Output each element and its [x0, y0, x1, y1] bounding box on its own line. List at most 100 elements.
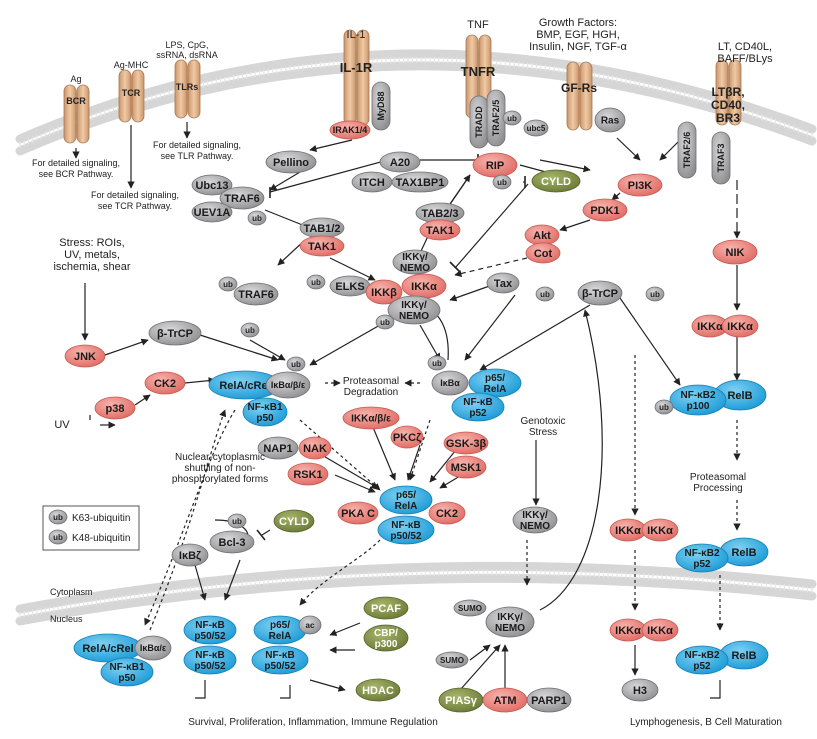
ub-hex: ub [306, 274, 326, 290]
tlr-ligand: ssRNA, dsRNA [156, 50, 218, 60]
p65-rela-nuc: p65/RelA [253, 615, 307, 645]
ras-label: Ras [601, 116, 620, 127]
ubiquitin-label: ub [245, 326, 255, 335]
cot-label: Cot [534, 248, 553, 260]
tak1-left-label: TAK1 [308, 241, 336, 253]
p65-to-nucleus [299, 539, 381, 606]
nfkb-p5052-center-label: p50/52 [390, 531, 422, 542]
itch: ITCH [351, 171, 393, 193]
nak: NAK [298, 436, 332, 460]
rela-crel-label: RelA/cRel [219, 380, 270, 392]
nfkb2-p52-nuc-label: p52 [693, 661, 711, 672]
pellino-label: Pellino [273, 157, 309, 169]
ikba-be-label: IκBα/β/ε [271, 380, 306, 390]
cyld-inhibits-bcl3-bar [256, 529, 266, 541]
nfkb2-p52-mid-label: NF-κB2 [684, 548, 719, 559]
traf26-to-pi3k [659, 139, 681, 161]
cyld-inhibits-bcl3 [261, 529, 271, 536]
ikka-c2-label: IKKα [647, 525, 673, 537]
traf26-label: TRAF2/6 [682, 132, 692, 169]
stress-label: ischemia, shear [53, 261, 130, 273]
nfkb-p5052-center-label: NF-κB [391, 520, 420, 531]
msk1-label: MSK1 [451, 462, 482, 474]
ikka-lt2-label: IKKα [727, 321, 753, 333]
proteasomal-degradation: Degradation [344, 387, 398, 398]
pcaf-to-p65 [329, 622, 361, 636]
traf25-label: TRAF2/5 [491, 100, 501, 137]
btrcp-left-label: β-TrCP [157, 328, 193, 340]
piasg: PIASγ [438, 687, 484, 713]
cyld-bottom-label: CYLD [279, 516, 309, 528]
out-1 [195, 680, 206, 699]
irak14: IRAK1/4 [329, 120, 371, 140]
ubiquitin-label: ub [53, 513, 63, 522]
pkcz-to-p65 [406, 444, 421, 481]
ikka-lt1-label: IKKα [697, 321, 723, 333]
relb-mid-label: RelB [731, 547, 756, 559]
tlr-name: TLRs [176, 82, 199, 92]
bcl3: Bcl-3 [209, 530, 255, 554]
p65-rela-nuc-label: RelA [269, 631, 292, 642]
parp1-label: PARP1 [531, 695, 567, 707]
p65-rela-top-label: p65/ [485, 373, 505, 384]
ikba-release2 [408, 419, 431, 481]
traf6-top-label: TRAF6 [224, 193, 259, 205]
nfkb2-p100-label: NF-κB2 [680, 390, 715, 401]
ikk-abe-to-p65 [369, 419, 396, 481]
btrcp-to-ikba [479, 304, 591, 371]
rsk1: RSK1 [287, 462, 329, 486]
ub-nemo: ub [375, 314, 395, 330]
ikka-center-label: IKKα [411, 281, 437, 293]
gsk3b-label: GSK-3β [446, 438, 487, 450]
ikka-center: IKKα [401, 273, 447, 299]
ubiquitin-label: ub [291, 360, 301, 369]
ikk-abe-label: IKKα/β/ε [351, 414, 391, 425]
ubiquitin-label: ub [252, 214, 262, 223]
pi3k-to-pdk1 [611, 192, 621, 201]
nfkb2-p52-nuc-label: NF-κB2 [684, 650, 719, 661]
cot-to-ikk [454, 257, 528, 278]
sumo-to-nemo [469, 644, 491, 661]
gf-ligand: Insulin, NGF, TGF-α [529, 41, 627, 53]
itch-label: ITCH [359, 177, 385, 189]
sumo-2-label: SUMO [440, 656, 464, 665]
ubiquitin-label: ub [223, 280, 233, 289]
tradd: TRADD [469, 95, 489, 149]
outcome-left: Survival, Proliferation, Inflammation, I… [188, 717, 438, 728]
myd88-label: MyD88 [376, 91, 386, 120]
ikka-c1-label: IKKα [615, 525, 641, 537]
relb-nuc-label: RelB [731, 650, 756, 662]
ikba-mid: IκBα [431, 370, 469, 396]
pi3k: PI3K [617, 173, 663, 197]
nfkb-nuc3-label: NF-κB [265, 650, 294, 661]
akt-to-ikba [464, 294, 516, 361]
ubiquitin-label: ub [380, 318, 390, 327]
p65-rela-top-label: RelA [484, 384, 507, 395]
nap1: NAP1 [257, 436, 299, 460]
shuttling-label: shuttling of non- [184, 463, 255, 474]
ubiquitin-label: ub [497, 178, 507, 187]
proteasomal-degradation: Proteasomal [343, 376, 399, 387]
ubc5-label: ubc5 [527, 124, 546, 133]
ikkg-nemo-genotoxic-label: NEMO [520, 521, 550, 532]
nfkb1-p50-label: p50 [256, 413, 274, 424]
ub-ikba2: ub [427, 355, 447, 371]
ubc13-label: Ubc13 [195, 180, 228, 192]
traf6-mid-label: TRAF6 [238, 289, 273, 301]
genotoxic-label: Genotoxic [520, 416, 565, 427]
h3-label: H3 [633, 685, 647, 697]
ikka-n2-label: IKKα [647, 625, 673, 637]
nucleus-label: Nucleus [50, 614, 83, 624]
cbp-p300: CBP/p300 [363, 624, 409, 652]
bcl3-label: Bcl-3 [219, 537, 246, 549]
tax: Tax [486, 272, 520, 294]
ikkg-nemo-nuc-label: NEMO [495, 623, 525, 634]
out-3 [710, 680, 721, 699]
myd88: MyD88 [371, 81, 391, 131]
